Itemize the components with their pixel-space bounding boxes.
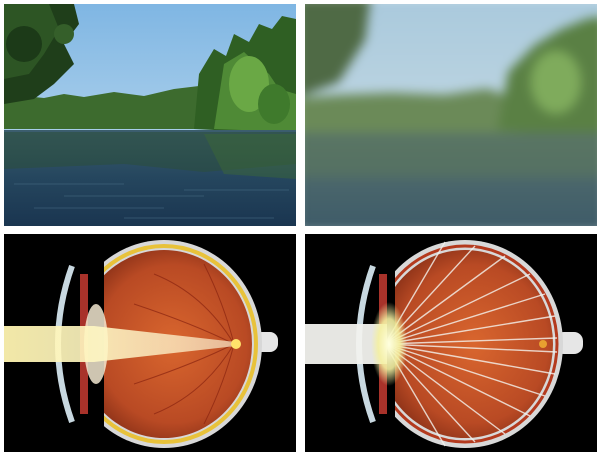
lake-photo-sharp [4,4,296,226]
lake-scene-clear [4,4,296,226]
lake-photo-blurred [305,4,597,226]
eye-diagram-cataract [305,234,597,452]
lake-scene-blurred [305,4,597,226]
focal-point [231,339,241,349]
eye-cross-section-healthy [4,234,296,452]
eye-diagram-focused [4,234,296,452]
fovea [539,340,547,348]
eye-cross-section-cataract [305,234,597,452]
lens-cloudy [371,302,407,386]
